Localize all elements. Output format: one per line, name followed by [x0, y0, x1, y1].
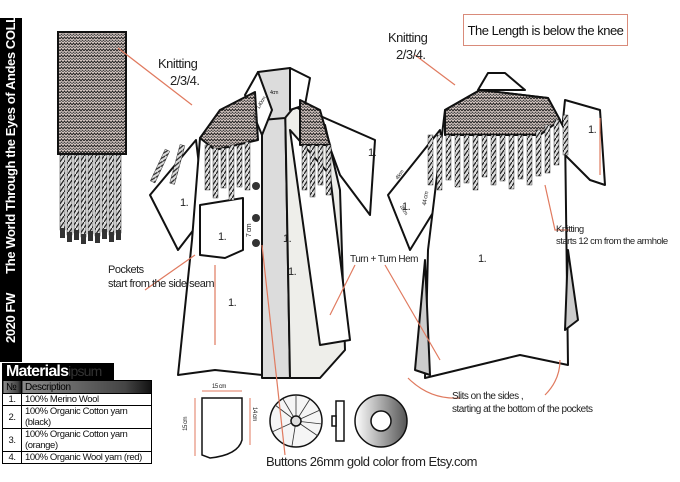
- row-desc: 100% Merino Wool: [21, 393, 152, 406]
- scarf-sketch: [57, 31, 127, 244]
- table-row: 3. 100% Organic Cotton yarn (orange): [2, 428, 152, 452]
- note-line: starts 12 cm from the armhole: [556, 236, 668, 248]
- row-desc: 100% Organic Wool yarn (red): [21, 451, 152, 464]
- materials-panel: Materialsipsum № Description 1. 100% Mer…: [2, 363, 152, 464]
- material-code-label: 1.: [368, 147, 377, 159]
- pocket-height-right-label: 14 cm: [250, 406, 257, 421]
- front-buttons: [252, 182, 260, 247]
- jacket-front-sketch: [149, 67, 376, 379]
- knitting-back-note: Knitting 2/3/4.: [388, 30, 428, 64]
- note-line: starting at the bottom of the pockets: [452, 404, 593, 415]
- table-row: 4. 100% Organic Wool yarn (red): [2, 451, 152, 464]
- row-num: 3.: [2, 428, 22, 452]
- slits-note: Slits on the sides , starting at the bot…: [452, 390, 593, 416]
- pockets-note: Pockets start from the side seam: [108, 263, 215, 292]
- turn-hem-note: Turn + Turn Hem: [350, 254, 419, 265]
- pocket-dimension-lines: [194, 390, 251, 456]
- note-line: Knitting: [158, 56, 198, 71]
- buttons-note: Buttons 26mm gold color from Etsy.com: [266, 454, 478, 469]
- button-detail: [269, 394, 408, 448]
- material-code-label: 1.: [588, 124, 597, 136]
- collection-spine: 2020 FW The World Through the Eyes of An…: [0, 0, 22, 362]
- material-code-label: 1.: [218, 231, 227, 243]
- materials-title: Materialsipsum: [2, 363, 114, 380]
- table-row: 2. 100% Organic Cotton yarn (black): [2, 405, 152, 429]
- material-code-label: 1.: [288, 266, 297, 278]
- row-desc: 100% Organic Cotton yarn (black): [21, 405, 152, 429]
- material-code-label: 1.: [228, 297, 237, 309]
- materials-title-text: Materials: [6, 363, 69, 380]
- pocket-height-left-label: 15 cm: [183, 416, 190, 431]
- table-row: 1. 100% Merino Wool: [2, 393, 152, 406]
- button-gap-label: 7 cm: [246, 223, 254, 238]
- material-code-label: 1.: [478, 253, 487, 265]
- row-desc: 100% Organic Cotton yarn (orange): [21, 428, 152, 452]
- header-num: №: [2, 380, 22, 394]
- note-line: Slits on the sides ,: [452, 391, 524, 402]
- header-description: Description: [21, 380, 152, 394]
- collar-label: 4cm: [270, 90, 278, 96]
- table-header-row: № Description: [2, 380, 152, 394]
- note-line: Knitting: [388, 30, 428, 45]
- note-line: Pockets: [108, 264, 144, 276]
- row-num: 4.: [2, 451, 22, 464]
- row-num: 1.: [2, 393, 22, 406]
- knitting-start-note: Knitting starts 12 cm from the armhole: [556, 224, 668, 249]
- knitting-front-note: Knitting 2/3/4.: [158, 56, 200, 90]
- length-note-box: The Length is below the knee: [463, 14, 628, 46]
- material-code-label: 1.: [283, 233, 292, 245]
- note-line: Knitting: [556, 224, 584, 235]
- materials-table: № Description 1. 100% Merino Wool 2. 100…: [2, 380, 152, 464]
- pocket-detail: [201, 397, 243, 459]
- row-num: 2.: [2, 405, 22, 429]
- note-line: start from the side seam: [108, 278, 215, 291]
- materials-title-ghost: ipsum: [68, 363, 102, 379]
- back-fringe: [427, 114, 569, 191]
- jacket-back-sketch: [387, 72, 606, 379]
- material-code-label: 1.: [402, 201, 411, 213]
- annotation-arrows: [117, 47, 601, 456]
- note-line: 2/3/4.: [170, 72, 200, 88]
- front-fringe: [150, 141, 332, 201]
- material-code-label: 1.: [180, 197, 189, 209]
- pocket-width-label: 15 cm: [212, 384, 226, 390]
- note-line: 2/3/4.: [396, 46, 426, 62]
